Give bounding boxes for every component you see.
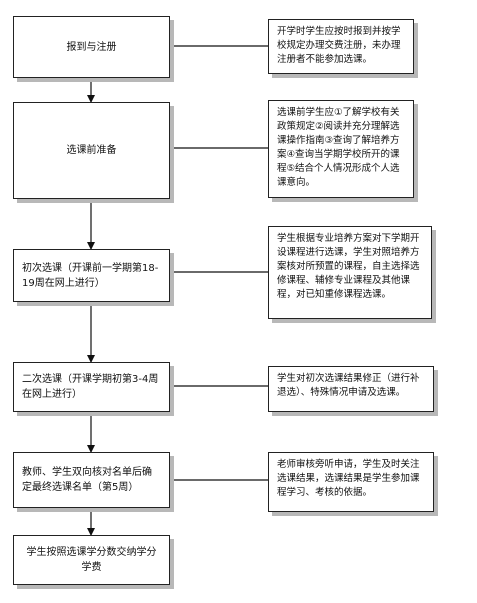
step-confirm-list: 教师、学生双向核对名单后确定最终选课名单（第5周）: [13, 452, 170, 508]
step-confirm-list-label: 教师、学生双向核对名单后确定最终选课名单（第5周）: [22, 467, 152, 493]
note-first-selection: 学生根据专业培养方案对下学期开设课程进行选课，学生对照培养方案核对所预置的课程，…: [268, 226, 432, 319]
note-register-text: 开学时学生应按时报到并按学校规定办理交费注册，未办理注册者不能参加选课。: [277, 26, 401, 65]
step-register: 报到与注册: [13, 16, 170, 78]
note-confirm-list-text: 老师审核旁听申请，学生及时关注选课结果，选课结果是学生参加课程学习、考核的依据。: [277, 459, 420, 498]
step-prepare-label: 选课前准备: [66, 145, 117, 156]
note-prepare: 选课前学生应①了解学校有关政策规定②阅读并充分理解选课操作指南③查询了解培养方案…: [268, 100, 414, 198]
step-second-selection-label: 二次选课（开课学期初第3-4周在网上进行）: [22, 374, 159, 400]
note-confirm-list: 老师审核旁听申请，学生及时关注选课结果，选课结果是学生参加课程学习、考核的依据。: [268, 452, 434, 512]
step-first-selection: 初次选课（开课前一学期第18-19周在网上进行）: [13, 249, 170, 302]
note-second-selection-text: 学生对初次选课结果修正（进行补退选）、特殊情况申请及选课。: [277, 373, 420, 398]
step-pay-fees: 学生按照选课学分数交纳学分学费: [13, 535, 170, 585]
note-register: 开学时学生应按时报到并按学校规定办理交费注册，未办理注册者不能参加选课。: [268, 19, 414, 74]
step-first-selection-label: 初次选课（开课前一学期第18-19周在网上进行）: [22, 262, 159, 289]
step-prepare: 选课前准备: [13, 102, 170, 199]
note-second-selection: 学生对初次选课结果修正（进行补退选）、特殊情况申请及选课。: [268, 366, 434, 412]
step-pay-fees-label: 学生按照选课学分数交纳学分学费: [26, 547, 157, 573]
note-first-selection-text: 学生根据专业培养方案对下学期开设课程进行选课，学生对照培养方案核对所预置的课程，…: [277, 233, 420, 300]
step-second-selection: 二次选课（开课学期初第3-4周在网上进行）: [13, 362, 170, 412]
step-register-label: 报到与注册: [66, 41, 117, 53]
note-prepare-text: 选课前学生应①了解学校有关政策规定②阅读并充分理解选课操作指南③查询了解培养方案…: [277, 107, 400, 188]
